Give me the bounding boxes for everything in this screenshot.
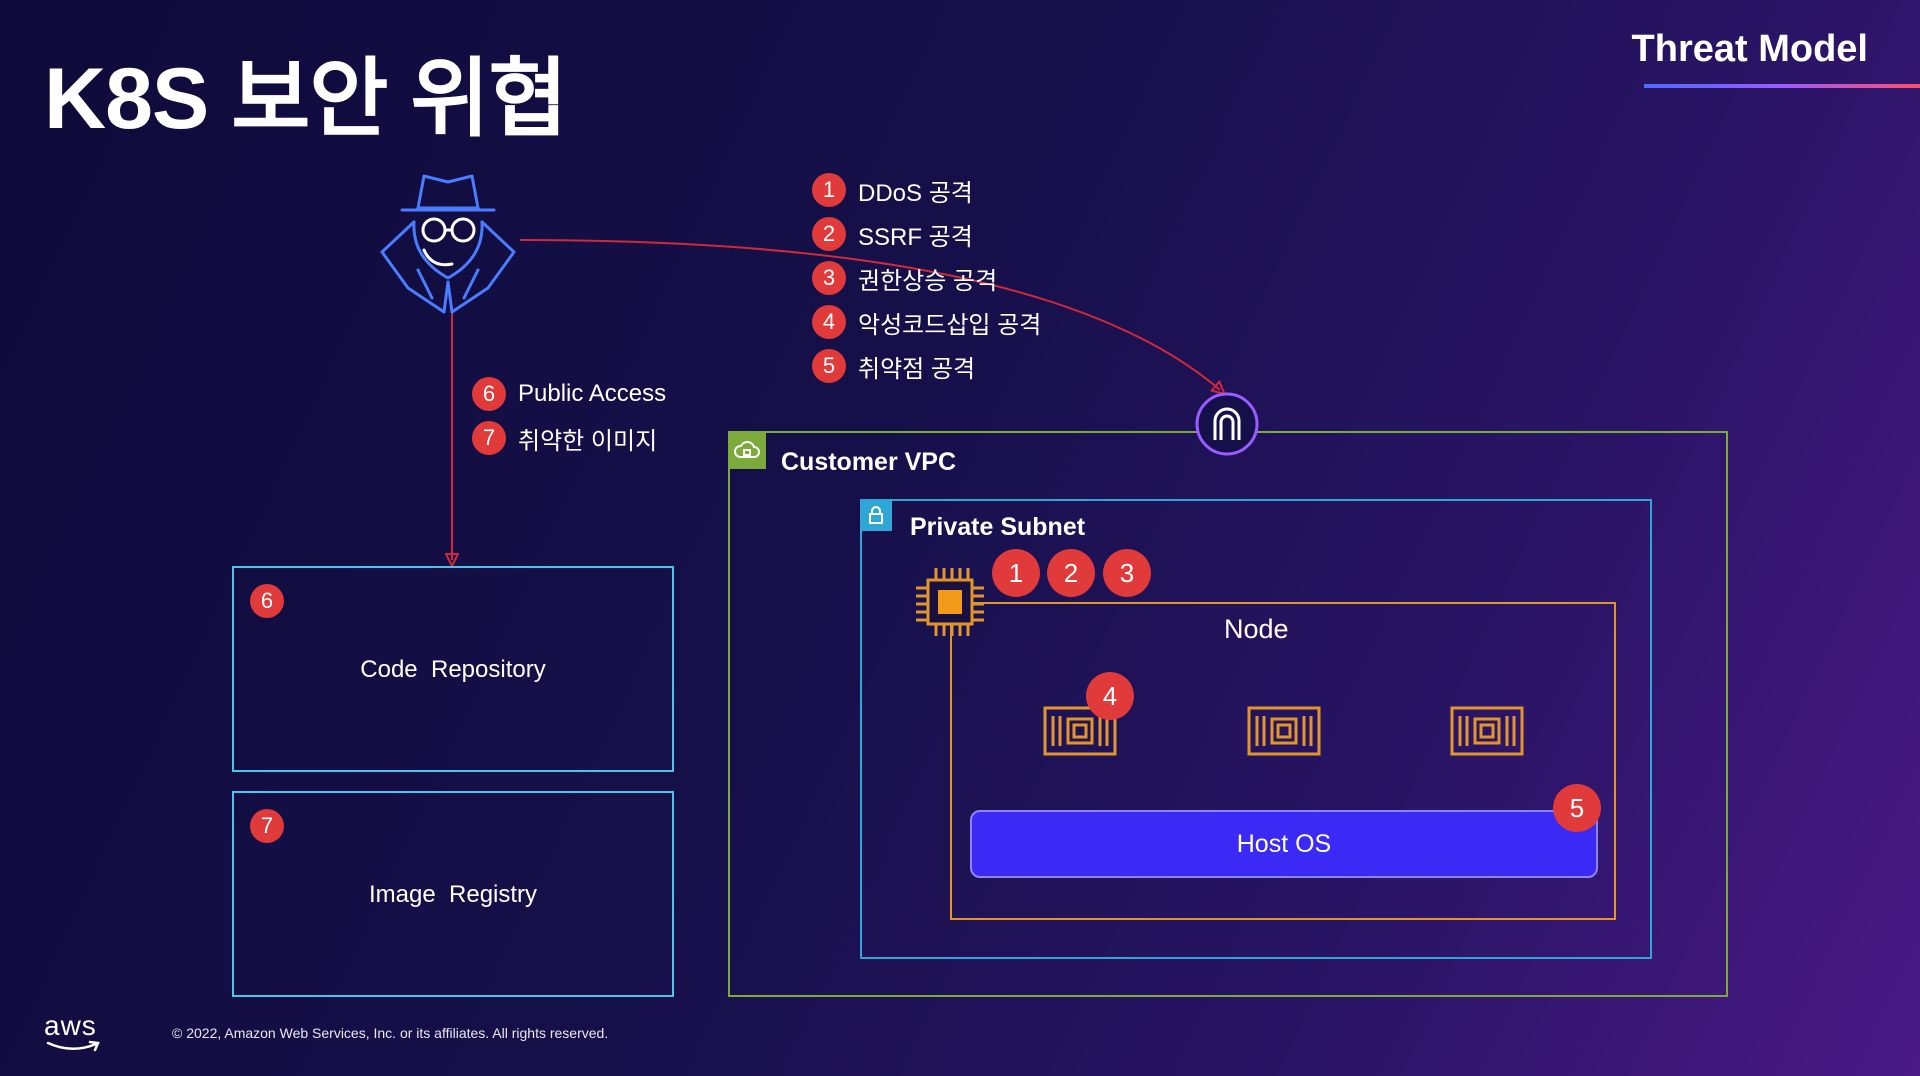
attack-label: 취약점 공격	[858, 355, 976, 383]
image-registry-label: Image Registry	[368, 881, 538, 908]
attack-label: 권한상승 공격	[858, 267, 998, 295]
cloud-vpc-icon	[728, 431, 766, 469]
supply-chain-list: 6 Public Access 7 취약한 이미지	[472, 372, 666, 460]
supply-chain-item: 7 취약한 이미지	[472, 416, 666, 460]
supply-chain-item: 6 Public Access	[472, 372, 666, 416]
attack-number-badge: 1	[812, 173, 846, 207]
node-badge-1: 1	[992, 549, 1040, 597]
node-box	[950, 602, 1616, 920]
section-underline	[1644, 84, 1920, 88]
image-registry-box: 7 Image Registry	[232, 791, 674, 997]
node-badge-2: 2	[1047, 549, 1095, 597]
attack-number-badge: 2	[812, 217, 846, 251]
code-repository-label: Code Repository	[360, 656, 546, 683]
attack-number-badge: 4	[812, 305, 846, 339]
image-registry-badge: 7	[250, 809, 284, 843]
attack-number-badge: 3	[812, 261, 846, 295]
attack-list-item: 3 권한상승 공격	[812, 256, 1041, 300]
aws-logo: aws	[44, 1012, 104, 1058]
ec2-chip-icon	[914, 566, 986, 638]
page-title: K8S 보안 위협	[44, 51, 568, 147]
container-icon	[1247, 706, 1321, 756]
attack-label: SSRF 공격	[858, 223, 973, 251]
supply-number-badge: 7	[472, 421, 506, 455]
attack-list-item: 2 SSRF 공격	[812, 212, 1041, 256]
node-label: Node	[1224, 614, 1289, 644]
copyright-footer: © 2022, Amazon Web Services, Inc. or its…	[172, 1025, 609, 1041]
attack-number-badge: 5	[812, 349, 846, 383]
host-os-bar: Host OS	[970, 810, 1598, 878]
private-subnet-box	[860, 499, 1652, 959]
code-repo-badge: 6	[250, 584, 284, 618]
supply-number-badge: 6	[472, 377, 506, 411]
customer-vpc-label: Customer VPC	[781, 448, 957, 476]
host-os-badge-5: 5	[1553, 784, 1601, 832]
aws-smile-icon	[46, 1040, 100, 1052]
supply-label: 취약한 이미지	[518, 427, 658, 455]
attack-path-to-gateway	[519, 239, 1220, 390]
container-icon	[1043, 706, 1117, 756]
attack-list: 1 DDoS 공격 2 SSRF 공격 3 권한상승 공격 4 악성코드삽입 공…	[812, 168, 1041, 388]
internet-gateway-icon	[1194, 391, 1260, 457]
container-icon	[1450, 706, 1524, 756]
aws-logo-text: aws	[44, 1010, 97, 1041]
attack-label: 악성코드삽입 공격	[858, 311, 1042, 339]
attack-list-item: 4 악성코드삽입 공격	[812, 300, 1041, 344]
attack-list-item: 5 취약점 공격	[812, 344, 1041, 388]
attack-list-item: 1 DDoS 공격	[812, 168, 1041, 212]
node-badge-3: 3	[1103, 549, 1151, 597]
container-badge-4: 4	[1086, 672, 1134, 720]
supply-label: Public Access	[518, 380, 667, 407]
host-os-label: Host OS	[1236, 829, 1332, 858]
section-label: Threat Model	[1631, 28, 1868, 70]
attack-label: DDoS 공격	[858, 179, 973, 207]
code-repository-box: 6 Code Repository	[232, 566, 674, 772]
lock-icon	[860, 499, 892, 531]
private-subnet-label: Private Subnet	[910, 513, 1086, 541]
hacker-spy-icon	[378, 170, 518, 318]
